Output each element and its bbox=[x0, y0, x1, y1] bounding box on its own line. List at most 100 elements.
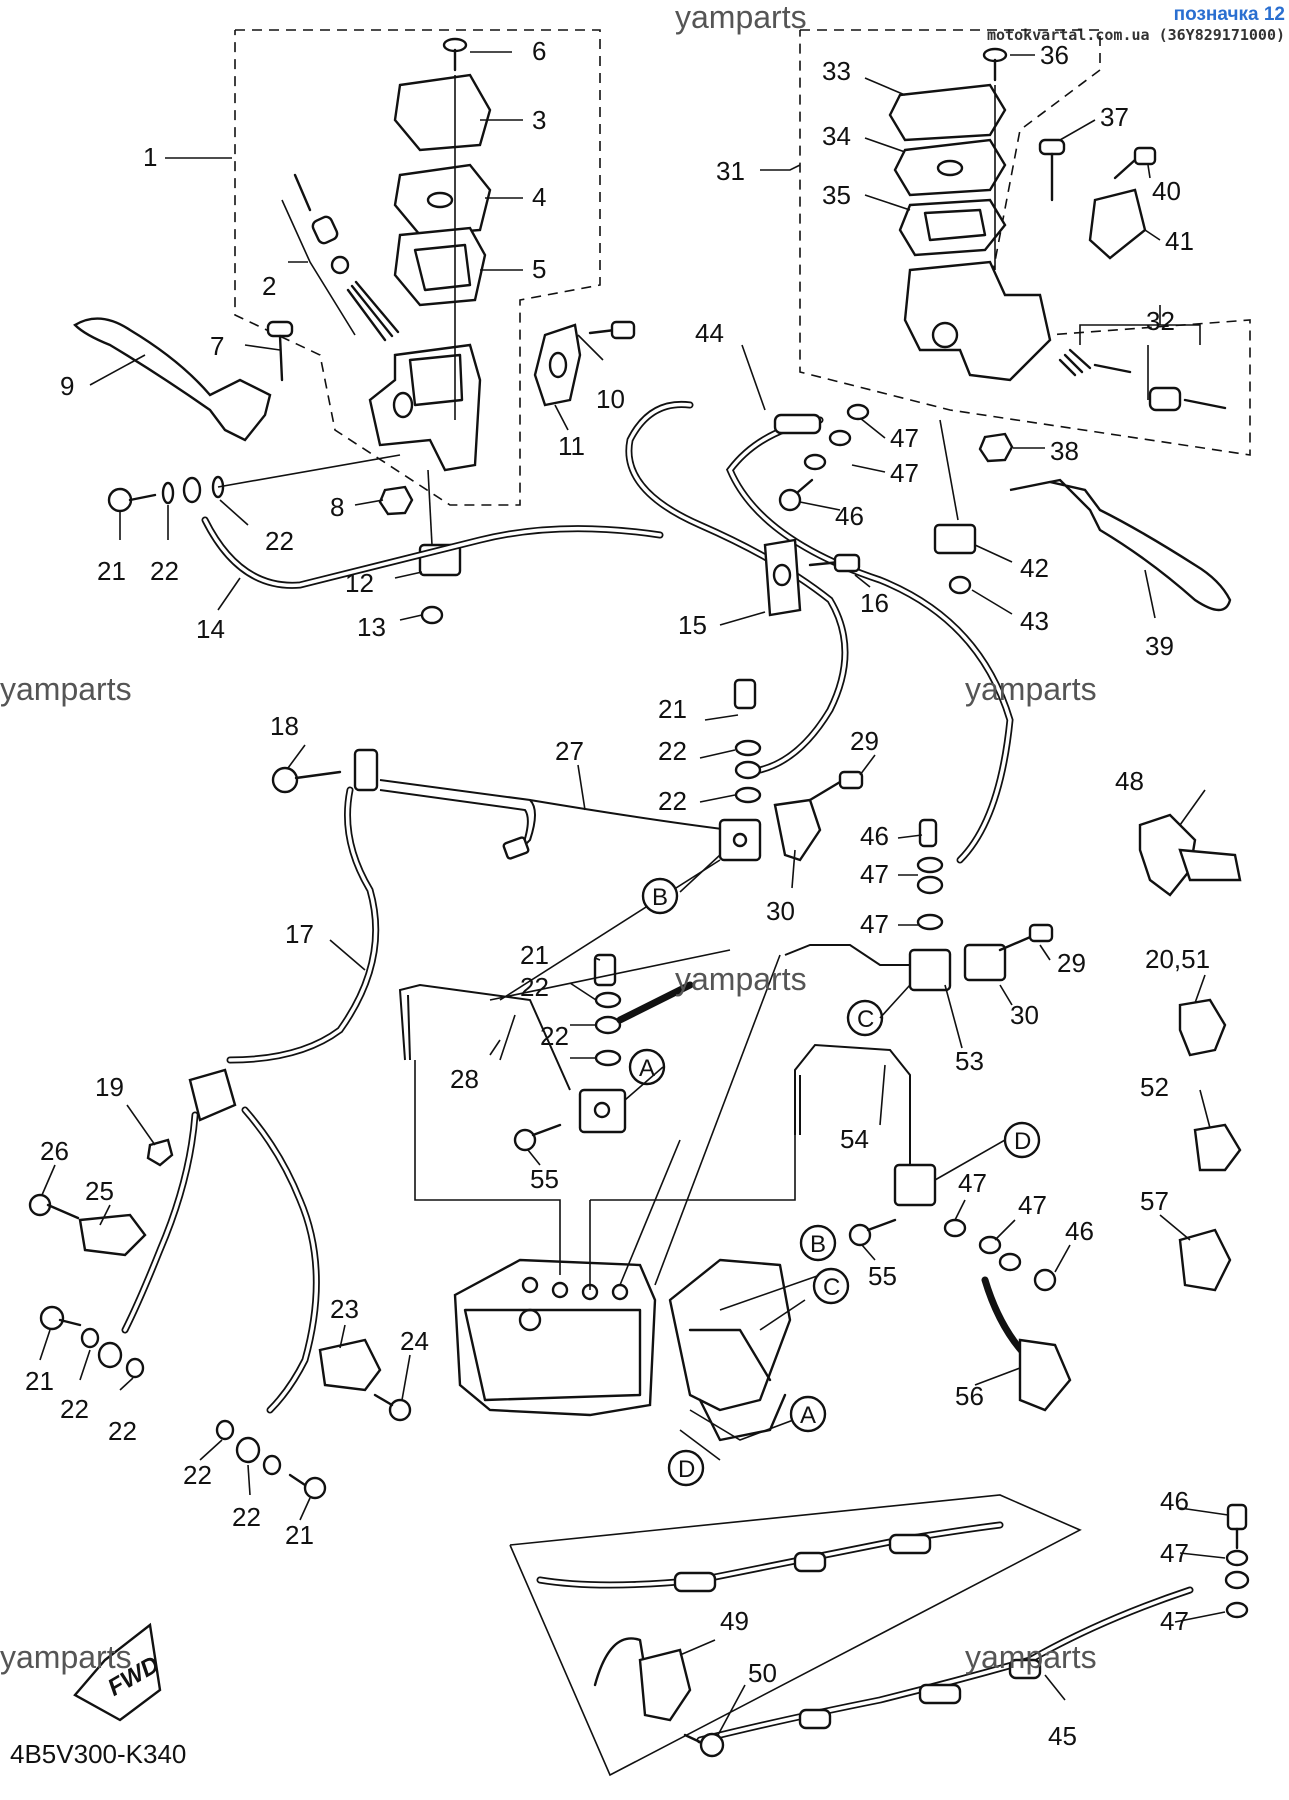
callout-47: 47 bbox=[890, 423, 919, 453]
callout-44: 44 bbox=[695, 318, 724, 348]
callout-57: 57 bbox=[1140, 1186, 1169, 1216]
callout-47: 47 bbox=[860, 859, 889, 889]
callout-30: 30 bbox=[766, 896, 795, 926]
callout-27: 27 bbox=[555, 736, 584, 766]
watermark-text: yamparts bbox=[0, 671, 132, 707]
callout-47: 47 bbox=[1018, 1190, 1047, 1220]
callout-numbers: 1 2 3 4 5 6 7 8 9 10 11 12 13 14 15 16 1… bbox=[25, 36, 1210, 1751]
callout-22: 22 bbox=[232, 1502, 261, 1532]
callout-14: 14 bbox=[196, 614, 225, 644]
callout-37: 37 bbox=[1100, 102, 1129, 132]
ref-letter-a-1: A bbox=[639, 1055, 655, 1082]
callout-22: 22 bbox=[658, 786, 687, 816]
ref-letter-b-2: B bbox=[810, 1231, 826, 1258]
diagram-code: 4B5V300-K340 bbox=[10, 1739, 186, 1769]
callout-41: 41 bbox=[1165, 226, 1194, 256]
callout-43: 43 bbox=[1020, 606, 1049, 636]
callout-21: 21 bbox=[25, 1366, 54, 1396]
callout-39: 39 bbox=[1145, 631, 1174, 661]
ref-letter-a-2: A bbox=[800, 1402, 816, 1429]
callout-55: 55 bbox=[530, 1164, 559, 1194]
callout-22: 22 bbox=[265, 526, 294, 556]
callout-42: 42 bbox=[1020, 553, 1049, 583]
callout-7: 7 bbox=[210, 331, 224, 361]
callout-34: 34 bbox=[822, 121, 851, 151]
fwd-arrow-icon: FWD bbox=[73, 1622, 164, 1722]
callout-24: 24 bbox=[400, 1326, 429, 1356]
callout-8: 8 bbox=[330, 492, 344, 522]
callout-53: 53 bbox=[955, 1046, 984, 1076]
callout-22: 22 bbox=[540, 1021, 569, 1051]
callout-26: 26 bbox=[40, 1136, 69, 1166]
reference-letters: B A C D B C A D bbox=[628, 877, 1041, 1487]
callout-47: 47 bbox=[1160, 1538, 1189, 1568]
callout-2: 2 bbox=[262, 271, 276, 301]
callout-38: 38 bbox=[1050, 436, 1079, 466]
callout-29: 29 bbox=[1057, 948, 1086, 978]
callout-10: 10 bbox=[596, 384, 625, 414]
badge-title: позначка 12 bbox=[1173, 4, 1285, 25]
callout-46: 46 bbox=[860, 821, 889, 851]
callout-16: 16 bbox=[860, 588, 889, 618]
callout-17: 17 bbox=[285, 919, 314, 949]
right-clips bbox=[1138, 813, 1242, 1292]
watermark-text: yamparts bbox=[965, 1639, 1097, 1675]
left-master-cylinder bbox=[73, 37, 664, 625]
ref-letter-d-2: D bbox=[678, 1456, 695, 1483]
callout-47: 47 bbox=[860, 909, 889, 939]
callout-55: 55 bbox=[868, 1261, 897, 1291]
watermark-text: yamparts bbox=[675, 0, 807, 35]
callout-50: 50 bbox=[748, 1658, 777, 1688]
middle-pipes bbox=[226, 678, 1072, 1412]
callout-47: 47 bbox=[890, 458, 919, 488]
callout-6: 6 bbox=[532, 36, 546, 66]
ref-letter-c-2: C bbox=[823, 1274, 840, 1301]
callout-13: 13 bbox=[357, 612, 386, 642]
watermark-text: yamparts bbox=[675, 961, 807, 997]
callout-33: 33 bbox=[822, 56, 851, 86]
callout-21: 21 bbox=[97, 556, 126, 586]
callout-12: 12 bbox=[345, 568, 374, 598]
lower-cables bbox=[509, 1494, 1250, 1777]
callout-48: 48 bbox=[1115, 766, 1144, 796]
callout-3: 3 bbox=[532, 105, 546, 135]
callout-5: 5 bbox=[532, 254, 546, 284]
callout-54: 54 bbox=[840, 1124, 869, 1154]
watermark-text: yamparts bbox=[0, 1639, 132, 1675]
callout-28: 28 bbox=[450, 1064, 479, 1094]
ref-letter-b-1: B bbox=[652, 884, 668, 911]
leader-lines bbox=[39, 51, 1229, 1736]
callout-21: 21 bbox=[520, 940, 549, 970]
callout-4: 4 bbox=[532, 182, 546, 212]
callout-47: 47 bbox=[958, 1168, 987, 1198]
callout-49: 49 bbox=[720, 1606, 749, 1636]
callout-1: 1 bbox=[143, 142, 157, 172]
callout-22: 22 bbox=[658, 736, 687, 766]
callout-45: 45 bbox=[1048, 1721, 1077, 1751]
callout-46: 46 bbox=[835, 501, 864, 531]
abs-unit bbox=[414, 859, 821, 1461]
group-outlines bbox=[234, 29, 1251, 506]
right-master-cylinder bbox=[888, 47, 1232, 612]
callout-29: 29 bbox=[850, 726, 879, 756]
callout-21: 21 bbox=[658, 694, 687, 724]
callout-47: 47 bbox=[1160, 1606, 1189, 1636]
watermark-text: yamparts bbox=[965, 671, 1097, 707]
callout-35: 35 bbox=[822, 180, 851, 210]
callout-9: 9 bbox=[60, 371, 74, 401]
lower-left-hoses bbox=[28, 1068, 412, 1500]
callout-40: 40 bbox=[1152, 176, 1181, 206]
callout-15: 15 bbox=[678, 610, 707, 640]
callout-18: 18 bbox=[270, 711, 299, 741]
callout-11: 11 bbox=[558, 431, 585, 461]
callout-32: 32 bbox=[1146, 306, 1175, 336]
callout-22: 22 bbox=[520, 972, 549, 1002]
callout-22: 22 bbox=[183, 1460, 212, 1490]
callout-56: 56 bbox=[955, 1381, 984, 1411]
callout-22: 22 bbox=[108, 1416, 137, 1446]
upper-hoses bbox=[625, 400, 1014, 864]
callout-22: 22 bbox=[150, 556, 179, 586]
callout-52: 52 bbox=[1140, 1072, 1169, 1102]
callout-46: 46 bbox=[1065, 1216, 1094, 1246]
